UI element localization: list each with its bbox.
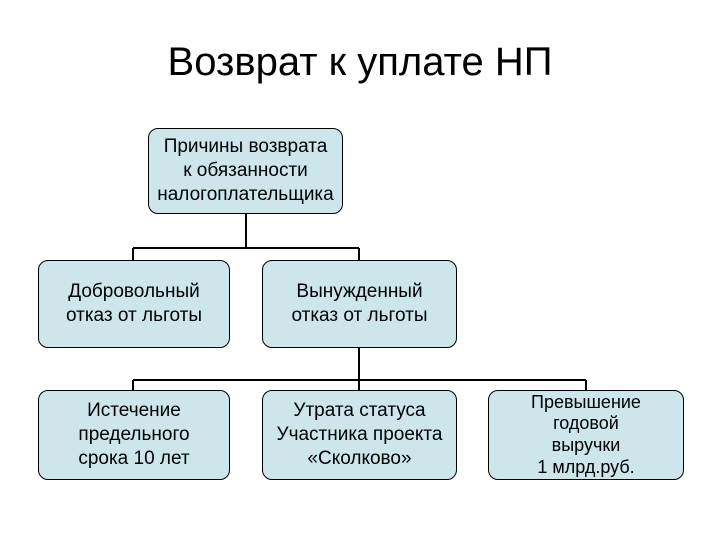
slide-title: Возврат к уплате НП [167, 40, 553, 84]
node-root-reasons: Причины возврата к обязанности налогопла… [148, 128, 343, 214]
node-voluntary-waiver: Добровольный отказ от льготы [38, 260, 230, 348]
node-forced-waiver: Вынужденный отказ от льготы [262, 260, 457, 348]
node-status-loss: Утрата статуса Участника проекта «Сколко… [262, 390, 457, 480]
node-term-expiry: Истечение предельного срока 10 лет [38, 390, 230, 480]
node-revenue-excess: Превышение годовой выручки 1 млрд.руб. [488, 390, 684, 480]
